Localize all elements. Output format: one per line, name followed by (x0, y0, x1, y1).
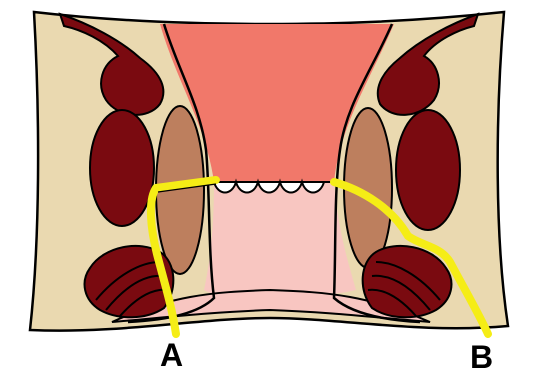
anal-canal (204, 182, 356, 298)
right-external-sphincter-deep (396, 110, 460, 230)
label-a: A (160, 337, 183, 373)
label-b: B (470, 339, 493, 374)
dentate-line (214, 182, 334, 193)
left-external-sphincter-deep (90, 110, 154, 226)
